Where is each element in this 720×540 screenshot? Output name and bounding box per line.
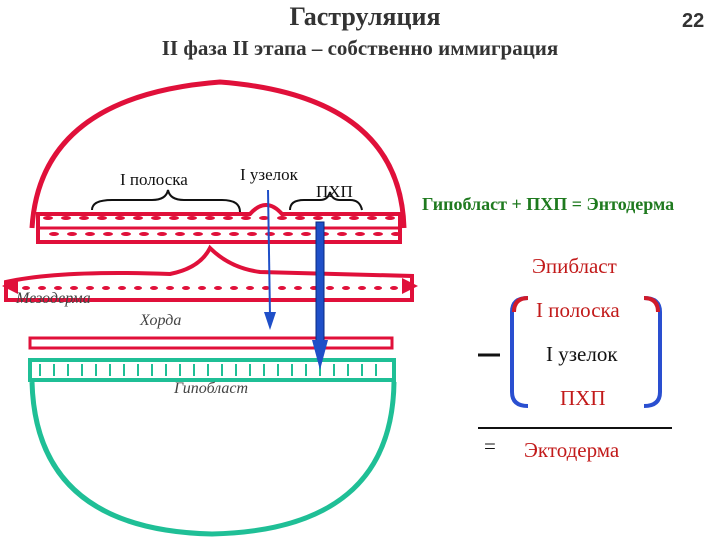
epiblast-cell xyxy=(385,216,395,220)
epiblast-cell xyxy=(331,216,341,220)
hypoblast-layer xyxy=(28,358,396,382)
equation-pkhp: ПХП xyxy=(560,386,606,410)
epiblast-cell xyxy=(295,216,305,220)
epiblast-cell xyxy=(193,232,203,236)
left-bracket-red xyxy=(512,296,529,313)
epiblast-dome xyxy=(29,79,407,229)
slide-number: 22 xyxy=(682,10,705,32)
notochord-layer xyxy=(28,336,394,350)
right-bracket xyxy=(643,296,662,408)
epiblast-cell xyxy=(259,216,269,220)
epiblast-cell xyxy=(373,232,383,236)
mesoderm-cell xyxy=(262,286,270,290)
mesoderm-cell xyxy=(166,286,174,290)
epiblast-cell xyxy=(277,216,287,220)
epiblast-cell xyxy=(133,216,143,220)
mesoderm-cell xyxy=(70,286,78,290)
epiblast-cell xyxy=(175,232,185,236)
mesoderm-cell xyxy=(294,286,302,290)
epiblast-cell xyxy=(205,216,215,220)
label-first-node: I узелок xyxy=(240,165,298,184)
mesoderm-cell xyxy=(134,286,142,290)
epiblast-cell xyxy=(121,232,131,236)
label-pkhp: ПХП xyxy=(316,182,353,201)
equation-epiblast: Эпибласт xyxy=(532,254,617,278)
epiblast-cell xyxy=(97,216,107,220)
mesoderm-cell xyxy=(342,286,350,290)
yolk-sac-dome xyxy=(29,381,397,537)
pkhp-arrow-shaft xyxy=(315,221,325,343)
epiblast-cell xyxy=(79,216,89,220)
equals-sign: = xyxy=(484,434,496,458)
node-arrow-head xyxy=(264,312,276,330)
mesoderm-cell xyxy=(230,286,238,290)
left-bracket xyxy=(510,296,529,408)
label-mesoderm: Мезодерма xyxy=(16,290,91,307)
equation-ectoderm: Эктодерма xyxy=(524,438,620,462)
epiblast-cell xyxy=(241,216,251,220)
epiblast-cell xyxy=(85,232,95,236)
label-notochord: Хорда xyxy=(140,312,182,329)
epiblast-cell xyxy=(367,216,377,220)
label-first-streak: I полоска xyxy=(120,170,188,189)
epiblast-cell xyxy=(157,232,167,236)
mesoderm-arrow-left xyxy=(2,278,18,294)
epiblast-cell xyxy=(139,232,149,236)
epiblast-cell xyxy=(247,232,257,236)
epiblast-cell xyxy=(301,232,311,236)
mesoderm-cell xyxy=(54,286,62,290)
mesoderm-cell xyxy=(150,286,158,290)
mesoderm-cell xyxy=(358,286,366,290)
epiblast-cell xyxy=(337,232,347,236)
epiblast-cell xyxy=(115,216,125,220)
mesoderm-cell xyxy=(326,286,334,290)
mesoderm-cell xyxy=(86,286,94,290)
mesoderm-cell xyxy=(374,286,382,290)
epiblast-cell xyxy=(391,232,401,236)
mesoderm-arrow-right xyxy=(402,278,418,294)
mesoderm-cell xyxy=(118,286,126,290)
equation-node: I узелок xyxy=(546,342,618,366)
epiblast-cell xyxy=(103,232,113,236)
epiblast-cell xyxy=(151,216,161,220)
mesoderm-cell xyxy=(278,286,286,290)
epiblast-cell xyxy=(223,216,233,220)
mesoderm-cells xyxy=(22,286,398,290)
mesoderm-cell xyxy=(214,286,222,290)
epiblast-cell xyxy=(313,216,323,220)
epiblast-cell xyxy=(61,216,71,220)
epiblast-cell xyxy=(43,216,53,220)
pkhp-arrow-head xyxy=(312,340,328,370)
equation-streak: I полоска xyxy=(536,298,620,322)
epiblast-upper-band xyxy=(36,203,402,244)
mesoderm-cell xyxy=(182,286,190,290)
epiblast-cell xyxy=(49,232,59,236)
epiblast-cells xyxy=(43,216,401,236)
epiblast-cell xyxy=(349,216,359,220)
pkhp-brace xyxy=(289,191,363,211)
epiblast-cell xyxy=(355,232,365,236)
mesoderm-cell xyxy=(22,286,30,290)
page-subtitle: II фаза II этапа – собственно иммиграция xyxy=(161,36,559,60)
epiblast-cell xyxy=(211,232,221,236)
epiblast-cell xyxy=(229,232,239,236)
node-arrow xyxy=(267,189,271,317)
epiblast-cell xyxy=(265,232,275,236)
mesoderm-cell xyxy=(198,286,206,290)
streak-brace xyxy=(91,189,241,213)
epiblast-cell xyxy=(169,216,179,220)
mesoderm-cell xyxy=(246,286,254,290)
label-hypoblast: Гипобласт xyxy=(174,380,249,397)
mesoderm-cell xyxy=(38,286,46,290)
mesoderm-cell xyxy=(102,286,110,290)
epiblast-cell xyxy=(67,232,77,236)
page-title: Гаструляция xyxy=(289,2,441,31)
right-bracket-red xyxy=(643,296,660,313)
epiblast-cell xyxy=(283,232,293,236)
endoderm-equation: Гипобласт + ПХП = Энтодерма xyxy=(422,194,675,214)
mesoderm-cell xyxy=(390,286,398,290)
epiblast-cell xyxy=(187,216,197,220)
